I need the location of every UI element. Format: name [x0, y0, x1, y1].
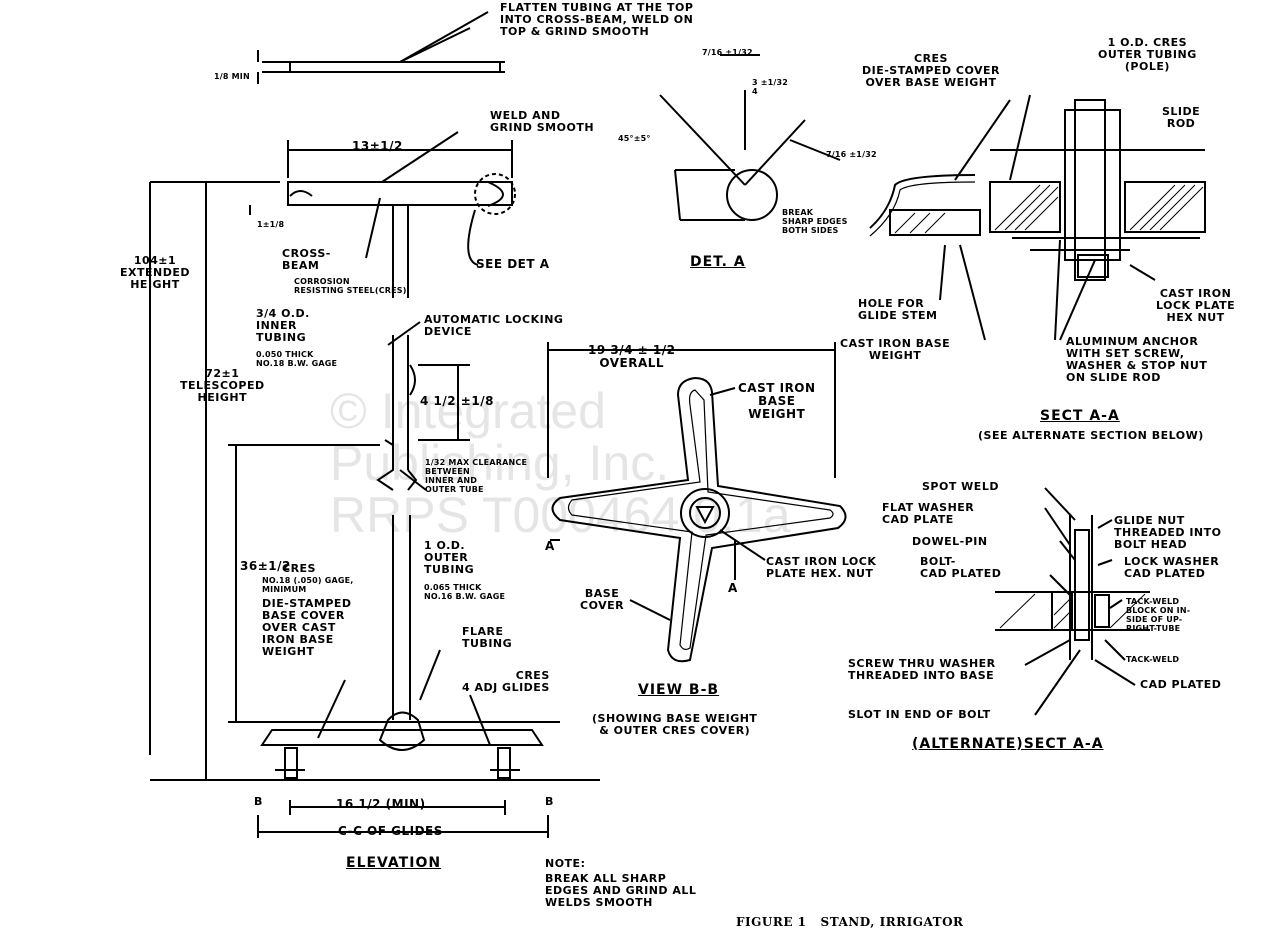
- section-a-marker-bottom: A: [728, 581, 738, 595]
- section-aa-drawing: [870, 95, 1205, 340]
- base-assembly: [258, 650, 548, 838]
- alternate-section-note: (SEE ALTERNATE SECTION BELOW): [978, 429, 1204, 442]
- cross-beam-label: CROSS- BEAM: [282, 247, 331, 272]
- glide-spacing-dimension: 16 1/2 (MIN): [336, 797, 426, 811]
- beam-width-dimension: 13±1/2: [352, 139, 403, 153]
- lock-plate-label: CAST IRON LOCK PLATE HEX NUT: [1156, 287, 1236, 324]
- detail-a-dim-3: 7/16 ±1/32: [826, 150, 877, 159]
- extended-height-label: 104±1 EXTENDED HEIGHT: [120, 254, 190, 291]
- section-aa-title: SECT A-A: [1040, 408, 1120, 424]
- slot-bolt-label: SLOT IN END OF BOLT: [848, 708, 991, 721]
- weld-grind-label: WELD AND GRIND SMOOTH: [490, 109, 595, 134]
- clearance-note: 1/32 MAX CLEARANCE BETWEEN INNER AND OUT…: [425, 458, 528, 494]
- alternate-section-drawing: [995, 488, 1150, 715]
- height-36-dimension: 36±1/2: [240, 559, 291, 573]
- view-bb-title: VIEW B-B: [638, 682, 720, 698]
- cross-beam-detail: [250, 132, 515, 298]
- tack-weld-label: TACK-WELD: [1126, 655, 1180, 664]
- beam-thickness-dimension: 1±1/8: [257, 220, 285, 229]
- flare-tubing-label: FLARE TUBING: [462, 625, 513, 650]
- alternate-section-title: (ALTERNATE)SECT A-A: [912, 736, 1104, 752]
- inner-tubing-label: 3/4 O.D. INNER TUBING: [256, 307, 310, 344]
- flatten-tubing-label: FLATTEN TUBING AT THE TOP INTO CROSS-BEA…: [500, 1, 694, 38]
- base-cover-elevation-label: DIE-STAMPED BASE COVER OVER CAST IRON BA…: [262, 597, 352, 658]
- telescoping-upright: [378, 322, 470, 720]
- section-a-marker-top: A: [545, 539, 555, 553]
- hole-glide-label: HOLE FOR GLIDE STEM: [858, 297, 938, 322]
- detail-a-dim-2: 3 ±1/32 4: [752, 78, 789, 96]
- detail-a-dim-1: 7/16 ±1/32: [702, 48, 753, 57]
- aluminum-anchor-label: ALUMINUM ANCHOR WITH SET SCREW, WASHER &…: [1066, 335, 1208, 384]
- screw-thru-washer-label: SCREW THRU WASHER THREADED INTO BASE: [848, 657, 996, 682]
- cres-gage-note: NO.18 (.050) GAGE, MINIMUM: [262, 576, 354, 594]
- lock-washer-label: LOCK WASHER CAD PLATED: [1124, 555, 1220, 580]
- dowel-pin-label: DOWEL-PIN: [912, 535, 988, 548]
- base-cover-view-label: BASE COVER: [580, 587, 625, 612]
- outer-tubing-note: 0.065 THICK NO.16 B.W. GAGE: [424, 583, 506, 601]
- center-to-center-label: C-C OF GLIDES: [338, 824, 443, 838]
- cast-iron-base-label: CAST IRON BASE WEIGHT: [738, 381, 816, 421]
- section-b-marker-left: B: [254, 795, 263, 808]
- cast-iron-lock-label: CAST IRON LOCK PLATE HEX. NUT: [766, 555, 877, 580]
- see-detail-a-label: SEE DET A: [476, 257, 550, 271]
- notes-title: NOTE:: [545, 857, 586, 870]
- spot-weld-label: SPOT WELD: [922, 480, 999, 493]
- telescoped-height-label: 72±1 TELESCOPED HEIGHT: [180, 367, 265, 404]
- locking-device-label: AUTOMATIC LOCKING DEVICE: [424, 313, 564, 338]
- view-bb-note: (SHOWING BASE WEIGHT & OUTER CRES COVER): [592, 712, 758, 737]
- notes-body: BREAK ALL SHARP EDGES AND GRIND ALL WELD…: [545, 872, 697, 909]
- tack-weld-block-label: TACK-WELD BLOCK ON IN- SIDE OF UP- RIGHT…: [1126, 597, 1191, 633]
- slide-rod-label: SLIDE ROD: [1162, 105, 1201, 130]
- cad-plated-label: CAD PLATED: [1140, 678, 1222, 691]
- height-dimensions: [150, 182, 600, 780]
- cres-left-label: CRES: [282, 562, 316, 575]
- detail-a-title: DET. A: [690, 254, 746, 270]
- glide-nut-label: GLIDE NUT THREADED INTO BOLT HEAD: [1114, 514, 1222, 551]
- adjustable-glides-label: CRES 4 ADJ GLIDES: [462, 669, 550, 694]
- view-bb-base: [548, 342, 846, 661]
- cross-beam-material-note: CORROSION RESISTING STEEL(CRES): [294, 277, 407, 295]
- outer-tubing-label: 1 O.D. OUTER TUBING: [424, 539, 475, 576]
- overall-dimension: 19 3/4 ± 1/2 OVERALL: [588, 343, 676, 370]
- elevation-title: ELEVATION: [346, 855, 442, 871]
- detail-a-angle: 45°±5°: [618, 134, 651, 143]
- watermark: © Integrated Publishing, Inc. RRPS T0004…: [330, 383, 791, 543]
- min-thickness-label: 1/8 MIN: [214, 72, 250, 81]
- outer-pole-label: 1 O.D. CRES OUTER TUBING (POLE): [1098, 36, 1197, 73]
- cast-iron-base-weight-label: CAST IRON BASE WEIGHT: [840, 337, 951, 362]
- cres-cover-label: CRES DIE-STAMPED COVER OVER BASE WEIGHT: [862, 52, 1000, 89]
- inner-tubing-note: 0.050 THICK NO.18 B.W. GAGE: [256, 350, 338, 368]
- section-aa-hatching: [895, 185, 1203, 233]
- figure-caption: FIGURE 1 STAND, IRRIGATOR: [736, 915, 964, 929]
- locking-dimension: 4 1/2 ±1/8: [420, 394, 494, 408]
- flattened-tubing-detail: [258, 12, 505, 84]
- bolt-label: BOLT- CAD PLATED: [920, 555, 1002, 580]
- detail-a-drawing: [660, 55, 840, 220]
- alternate-section-hatching: [1000, 594, 1145, 628]
- flat-washer-label: FLAT WASHER CAD PLATE: [882, 501, 975, 526]
- section-b-marker-right: B: [545, 795, 554, 808]
- break-edges-note: BREAK SHARP EDGES BOTH SIDES: [782, 208, 848, 235]
